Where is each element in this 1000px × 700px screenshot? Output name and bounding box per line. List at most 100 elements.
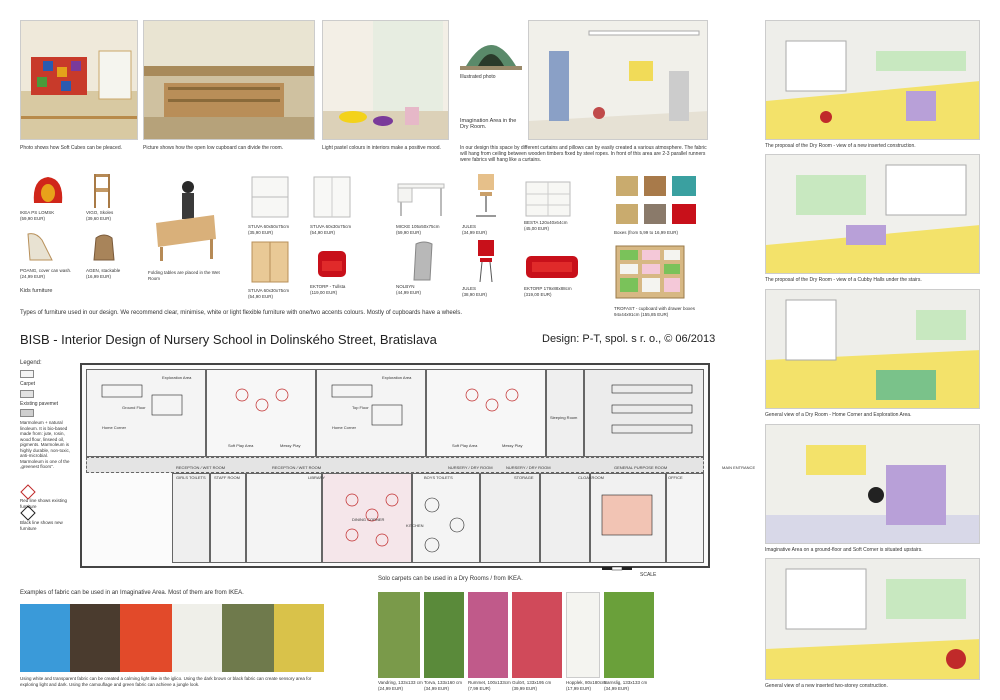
plan-label-wet-2: RECEPTION / WET ROOM (272, 465, 322, 470)
storage-boxes (614, 174, 700, 233)
dry-room-render (528, 20, 708, 140)
trofast-cupboard (614, 244, 686, 305)
floor-plan: RECEPTION / WET ROOM STAFF ROOM RECEPTIO… (80, 363, 755, 568)
furn-label-3: POANG, cover can wash.(24,99 EUR) (20, 268, 72, 279)
plan-label-sleeping: Sleeping Room (550, 415, 578, 420)
plan-label-general: GENERAL PURPOSE ROOM (614, 465, 668, 470)
furn-label-2: VIGO, Skoles(39,60 EUR) (86, 210, 114, 221)
ektorp-sofa (524, 250, 580, 287)
legend-pavement: Existing pavemet (20, 401, 59, 407)
plan-label-kitchen: KITCHEN (406, 523, 424, 528)
room-staff (210, 473, 246, 563)
legend-marmoleum-swatch (20, 409, 34, 417)
plan-label-dining: DINING CORNER (352, 517, 385, 522)
plan-label-office: OFFICE (668, 475, 683, 480)
tent-illustration (460, 45, 522, 70)
room-girls-wc (172, 473, 210, 563)
view-5-caption: General view of a new inserted two-store… (765, 683, 888, 689)
carpet-2-label: Torva, 133x160 cm(34,99 EUR) (424, 680, 463, 691)
furn-label-15: EKTORP 179x88x88cm(319,00 EUR) (524, 286, 572, 297)
folding-table (150, 175, 220, 270)
corridor (86, 457, 704, 473)
cupboard-photo (143, 20, 315, 140)
furn-label-1: IKEA PS LOMSK(59,90 EUR) (20, 210, 55, 221)
plan-label-dry-1: NURSERY / DRY ROOM (448, 465, 493, 470)
scale-bar (602, 566, 632, 571)
room-kitchen (480, 473, 540, 563)
furn-label-4: AGEN, stackable(16,99 EUR) (86, 268, 121, 279)
ektorp-tullsta (314, 245, 350, 286)
pastel-illustration (323, 21, 448, 139)
view-4-caption: Imaginative Area on a ground-floor and S… (765, 547, 923, 553)
micke-desk (396, 180, 446, 223)
plan-label-boys: BOYS TOILETS (424, 475, 453, 480)
soft-cubes-illustration (21, 21, 137, 139)
room-cloak (546, 369, 584, 457)
view-2-caption: The proposal of the Dry Room - view of a… (765, 277, 922, 283)
legend-red-shape (20, 484, 36, 500)
furn-label-16: Boxes (from 5,99 to 16,99 EUR) (614, 230, 679, 235)
fabric-swatch-1 (20, 604, 70, 672)
furniture-note: Types of furniture used in our design. W… (20, 310, 463, 316)
plan-label-staff: STAFF ROOM (214, 475, 240, 480)
room-dry-1 (206, 369, 316, 457)
furn-label-7: STUVA 60x30x75cm(54,90 EUR) (310, 224, 352, 235)
besta-shelf (524, 180, 572, 223)
stuva-3 (250, 240, 290, 289)
furn-label-14: BESTA 120x40x64cm(45,00 EUR) (524, 220, 568, 231)
fabric-swatch-5 (222, 604, 274, 672)
furn-label-9: EKTORP - Tullsta(119,00 EUR) (310, 284, 346, 295)
vigo-chair (90, 172, 114, 213)
carpet-1-label: Vandring, 133x133 cm(24,99 EUR) (378, 680, 423, 691)
carpet-5-label: Hopplek, 80x180cm(17,99 EUR) (566, 680, 606, 691)
plan-label-softplay-1: Soft Play Area (228, 443, 254, 448)
plan-label-entrance: MAIN ENTRANCE (722, 465, 756, 470)
plan-label-messy-1: Messy Play (280, 443, 301, 448)
furn-label-17: TROFAST - cupboard with drawer boxes 94x… (614, 306, 695, 317)
legend-carpet-swatch (20, 370, 34, 378)
view-3-caption: General view of a Dry Room - Home Corner… (765, 412, 912, 418)
jules-chair-2 (472, 238, 500, 291)
nolbyn-chair (410, 240, 436, 289)
carpet-6 (604, 592, 654, 678)
furn-label-10: MICKE 105x50x75cm(59,90 EUR) (396, 224, 440, 235)
fabrics-note: Using white and transparent fabric can b… (20, 676, 312, 687)
plan-label-dry-2: NURSERY / DRY ROOM (506, 465, 551, 470)
carpet-4-label: Gulört, 133x195 cm(39,99 EUR) (512, 680, 552, 691)
carpet-1 (378, 592, 420, 678)
legend-pavement-swatch (20, 390, 34, 398)
design-text: In our design this space by different cu… (460, 145, 707, 163)
soft-cubes-photo (20, 20, 138, 140)
fabrics-heading: Examples of fabric can be used in an Ima… (20, 590, 244, 596)
room-dining (412, 473, 480, 563)
room-wet-1 (86, 369, 206, 457)
legend-carpet: Carpet (20, 381, 36, 387)
carpet-3-label: Rummet, 100x133cm(7,99 EUR) (468, 680, 511, 691)
carpet-2 (424, 592, 464, 678)
plan-label-explore-2: Exploration Area (382, 375, 412, 380)
plan-label-cloak: CLOAKROOM (578, 475, 605, 480)
stuva-2 (312, 175, 352, 224)
legend-black-shape (20, 505, 36, 521)
furn-label-12: JULES(34,99 EUR) (462, 224, 488, 235)
agen-chair (90, 230, 118, 269)
plan-label-storage: STORAGE (514, 475, 534, 480)
furn-label-5: Folding tables are placed in the Wet Roo… (148, 270, 220, 281)
view-5 (765, 558, 980, 680)
plan-label-explore-1: Exploration Area (162, 375, 192, 380)
view-4 (765, 424, 980, 544)
page-title: BISB - Interior Design of Nursery School… (20, 332, 437, 347)
dry-room-illustration (529, 21, 707, 139)
plan-label-library: LIBRARY (308, 475, 326, 480)
furn-label-11: NOLBYN(44,99 EUR) (396, 284, 422, 295)
plan-label-girls: GIRLS TOILETS (176, 475, 206, 480)
illustrated-caption: Illustrated photo (460, 74, 496, 80)
cupboard-caption: Picture shows how the open low cupboard … (143, 145, 284, 151)
room-dry-2 (426, 369, 546, 457)
furn-label-13: JULES(38,90 EUR) (462, 286, 488, 297)
cupboard-illustration (144, 21, 314, 139)
pastel-photo (322, 20, 449, 140)
soft-cubes-caption: Photo shows how Soft Cubes can be pleace… (20, 145, 123, 151)
room-office (666, 473, 704, 563)
imagination-caption: Imagination Area in the Dry Room. (460, 118, 517, 130)
